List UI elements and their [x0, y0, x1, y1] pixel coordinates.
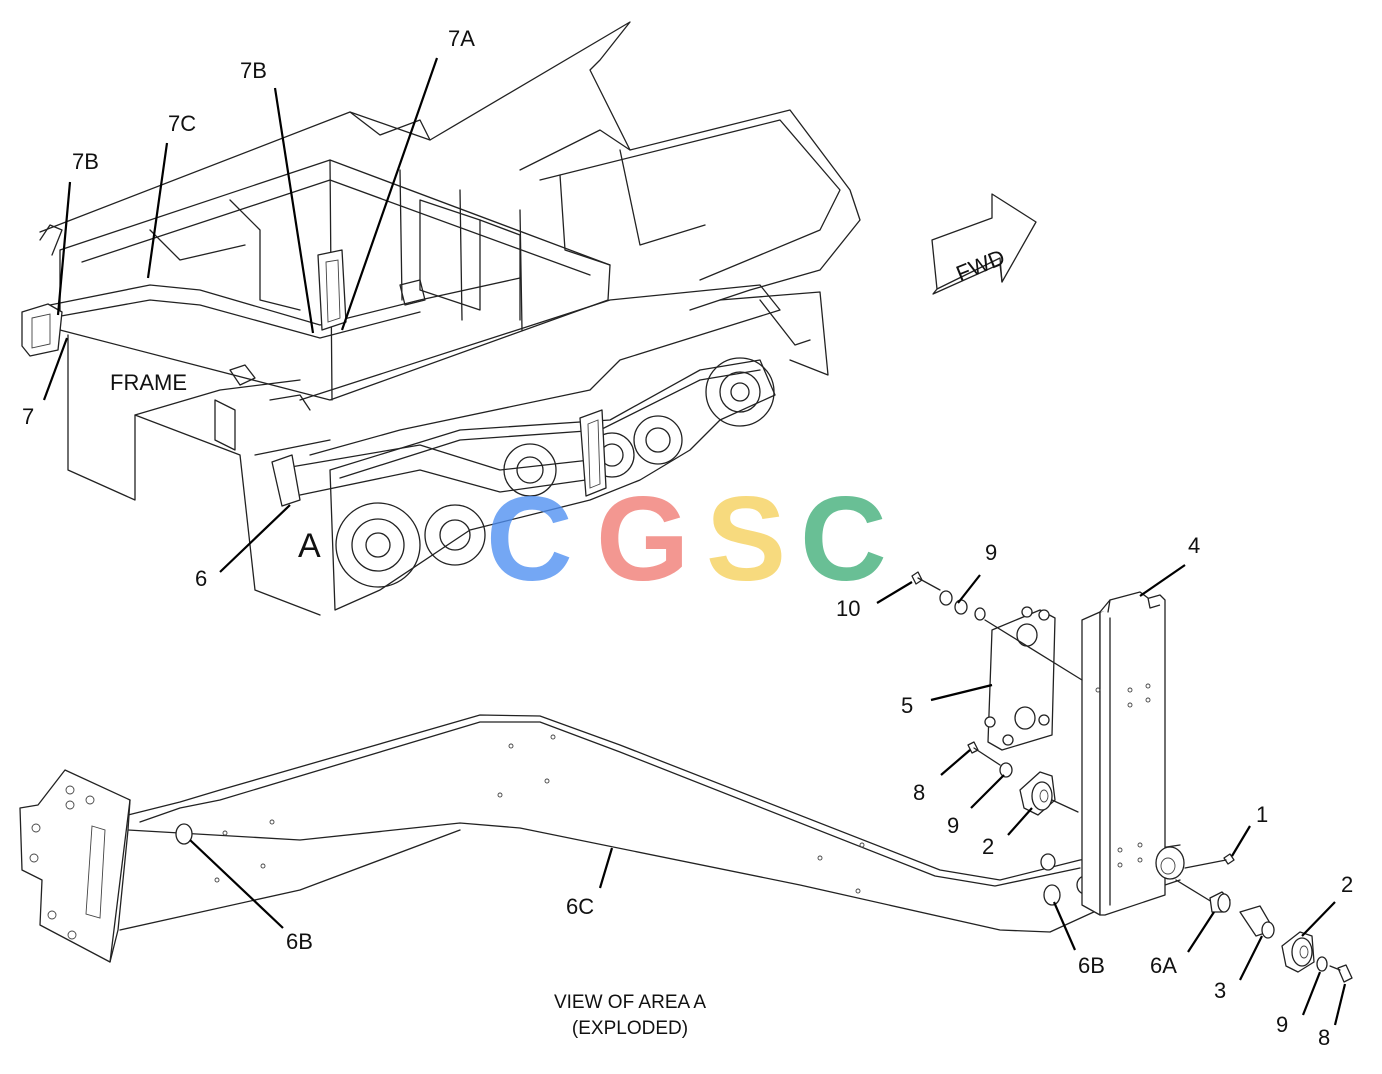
- forward-arrow-icon: FWD: [931, 193, 1037, 295]
- callout-5: 5: [901, 693, 913, 718]
- callout-8-bottom: 8: [1318, 1025, 1330, 1050]
- part-callouts: 7A 7B 7C 7B 7 FRAME A 6 9 10 4 5 8 9 2 1…: [22, 26, 1353, 1050]
- callout-6b-left: 6B: [286, 929, 313, 954]
- callout-6b-right: 6B: [1078, 953, 1105, 978]
- callout-9-mid: 9: [947, 813, 959, 838]
- callout-9-bottom: 9: [1276, 1012, 1288, 1037]
- callout-6: 6: [195, 566, 207, 591]
- callout-10: 10: [836, 596, 860, 621]
- watermark-letter-c2: C: [800, 472, 887, 606]
- callout-4: 4: [1188, 533, 1200, 558]
- callout-9-top: 9: [985, 540, 997, 565]
- watermark-letter-s: S: [706, 472, 786, 606]
- area-a-label: A: [298, 527, 321, 565]
- callout-3: 3: [1214, 978, 1226, 1003]
- callout-2-right: 2: [1341, 872, 1353, 897]
- caption-line-1: VIEW OF AREA A: [554, 992, 706, 1013]
- callout-8-mid: 8: [913, 780, 925, 805]
- watermark-letter-c1: C: [486, 472, 573, 606]
- callout-1: 1: [1256, 802, 1268, 827]
- callout-7b-top: 7B: [240, 58, 267, 83]
- leader-lines: [42, 57, 1347, 1026]
- callout-7b-left: 7B: [72, 149, 99, 174]
- callout-6a: 6A: [1150, 953, 1177, 978]
- watermark-logo: C G S C: [486, 472, 887, 606]
- view-caption: VIEW OF AREA A (EXPLODED): [554, 992, 706, 1039]
- caption-line-2: (EXPLODED): [572, 1018, 688, 1039]
- machine-illustration: [21, 21, 861, 616]
- callout-2-mid: 2: [982, 834, 994, 859]
- callout-7c: 7C: [168, 111, 196, 136]
- callout-7: 7: [22, 404, 34, 429]
- watermark-letter-g: G: [596, 472, 689, 606]
- callout-6c: 6C: [566, 894, 594, 919]
- frame-label: FRAME: [110, 370, 187, 395]
- exploded-view: [19, 571, 1353, 983]
- callout-7a: 7A: [448, 26, 475, 51]
